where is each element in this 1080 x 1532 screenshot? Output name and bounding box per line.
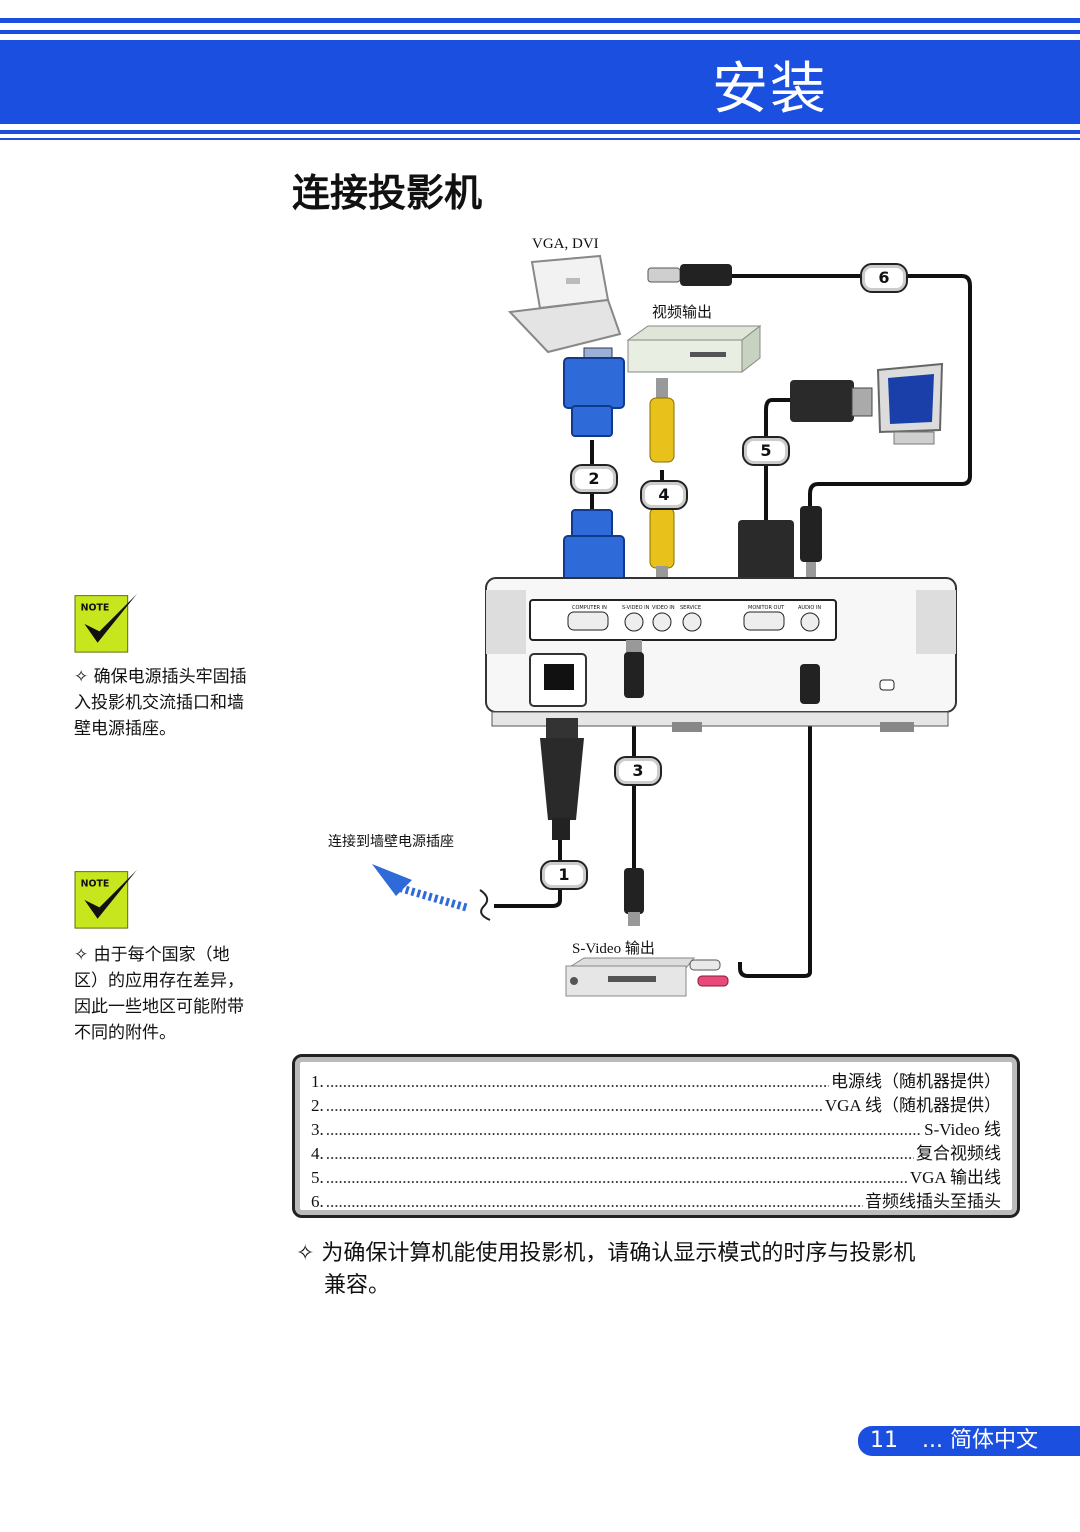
page-number: 11	[870, 1428, 898, 1453]
cable-audio-vcr	[738, 700, 812, 978]
header-rule-bottom-2	[0, 138, 1080, 140]
note-1-line-1: ✧ 确保电源插头牢固插	[74, 667, 247, 687]
note-2-line-4: 不同的附件。	[74, 1023, 176, 1043]
svideo-connector-top	[624, 640, 644, 698]
note-1-line-3: 壁电源插座。	[74, 719, 176, 739]
laptop-icon	[507, 254, 622, 354]
header-rule-top-2	[0, 30, 1080, 34]
audio-plug-icon	[647, 264, 732, 286]
projector-icon	[485, 577, 957, 732]
audio-plug-bottom	[800, 506, 822, 584]
label-svideo-out: S-Video 输出	[572, 941, 655, 957]
legend-row: 3.......................................…	[311, 1120, 1001, 1139]
legend-row: 6.......................................…	[311, 1192, 1001, 1211]
note-check-icon: NOTE	[74, 593, 138, 653]
footer-language: ... 简体中文	[922, 1428, 1038, 1453]
note-2-line-1: ✧ 由于每个国家（地	[74, 945, 230, 965]
section-title: 安装	[712, 57, 828, 122]
badge-6: 6	[860, 263, 908, 293]
panel-label-computer-in: COMPUTER IN	[572, 605, 607, 611]
note-2-line-3: 因此一些地区可能附带	[74, 997, 244, 1017]
vga-out-connector-bottom	[738, 520, 794, 586]
vga-connector-top	[563, 347, 625, 437]
cable-legend: 1.......................................…	[292, 1054, 1020, 1218]
vga-out-connector-top	[790, 380, 873, 422]
note-2-text: ✧ 由于每个国家（地 区）的应用存在差异， 因此一些地区可能附带 不同的附件。	[74, 942, 244, 1046]
label-wall-outlet: 连接到墙壁电源插座	[328, 834, 454, 850]
badge-5: 5	[742, 436, 790, 466]
panel-label-s-video-in: S-VIDEO IN	[622, 605, 650, 611]
monitor-icon	[876, 362, 944, 445]
note-1-text: ✧ 确保电源插头牢固插 入投影机交流插口和墙 壁电源插座。	[74, 664, 247, 742]
cable-power	[494, 840, 562, 908]
rca-connector-bottom	[649, 507, 675, 588]
panel-label-service: SERVICE	[680, 605, 701, 611]
connection-diagram: COMPUTER IN S-VIDEO IN VIDEO IN SERVICE …	[372, 254, 972, 997]
rca-plugs-vcr	[689, 959, 729, 987]
note-check-icon: NOTE	[74, 869, 138, 929]
page-title: 连接投影机	[292, 171, 483, 215]
display-timing-note-line-1: ✧ 为确保计算机能使用投影机，请确认显示模式的时序与投影机	[296, 1241, 916, 1266]
panel-label-video-in: VIDEO IN	[652, 605, 675, 611]
badge-4: 4	[640, 480, 688, 510]
vcr-icon	[565, 957, 696, 997]
panel-label-audio-in: AUDIO IN	[798, 605, 821, 611]
dvd-player-icon	[626, 324, 762, 374]
header-rule-top-1	[0, 18, 1080, 23]
wall-outlet-arrow-icon	[372, 864, 491, 921]
rca-connector-top	[649, 378, 675, 463]
note-1-line-2: 入投影机交流插口和墙	[74, 693, 244, 713]
note-2-line-2: 区）的应用存在差异，	[74, 971, 244, 991]
badge-1: 1	[540, 860, 588, 890]
cable-audio	[730, 274, 972, 512]
legend-row: 1.......................................…	[311, 1072, 1001, 1091]
page-footer: 11 ... 简体中文	[858, 1426, 1080, 1456]
panel-label-monitor-out: MONITOR OUT	[748, 605, 785, 611]
audio-plug-lower	[800, 664, 820, 704]
svideo-connector-bottom	[624, 868, 644, 926]
badge-3: 3	[614, 756, 662, 786]
legend-row: 2.......................................…	[311, 1096, 1001, 1115]
header-band	[0, 40, 1080, 124]
label-vga-dvi: VGA, DVI	[532, 236, 599, 252]
badge-2: 2	[570, 464, 618, 494]
cable-vga-out	[764, 398, 790, 520]
power-plug-icon	[540, 718, 584, 840]
vga-connector-bottom	[563, 509, 625, 591]
legend-row: 5.......................................…	[311, 1168, 1001, 1187]
label-video-out: 视频输出	[652, 303, 713, 321]
header-rule-bottom	[0, 130, 1080, 134]
display-timing-note: ✧ 为确保计算机能使用投影机，请确认显示模式的时序与投影机 兼容。	[296, 1238, 1036, 1302]
note-label: NOTE	[81, 879, 110, 890]
display-timing-note-line-2: 兼容。	[324, 1273, 391, 1298]
legend-row: 4.......................................…	[311, 1144, 1001, 1163]
note-label: NOTE	[81, 603, 110, 614]
